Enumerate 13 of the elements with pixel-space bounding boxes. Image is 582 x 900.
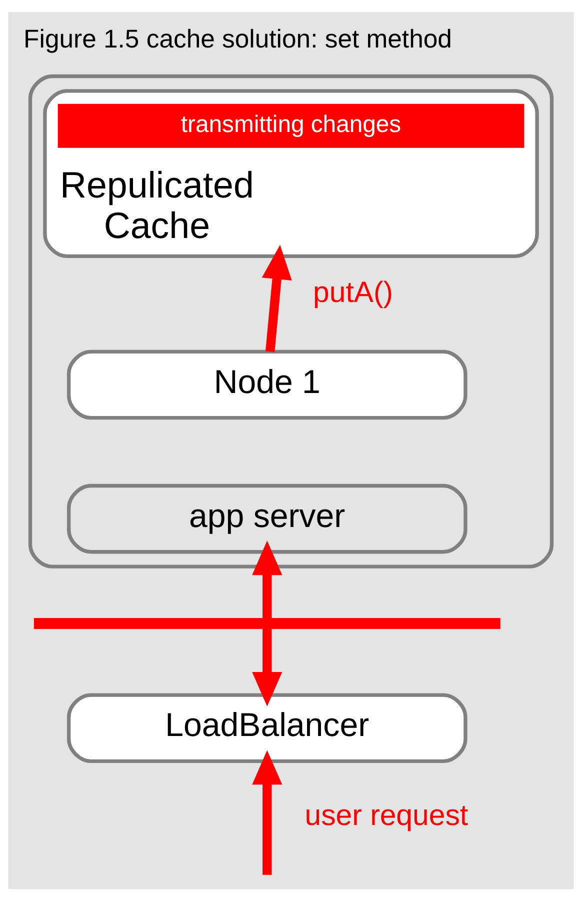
arrow	[252, 750, 282, 874]
arrow	[252, 540, 282, 619]
diagram-title: Figure 1.5 cache solution: set method	[24, 24, 452, 53]
cluster	[28, 74, 554, 568]
node-box: Node 1	[66, 349, 468, 420]
node-box: transmitting changes	[58, 103, 524, 148]
edge-label: user request	[304, 798, 468, 832]
arrow	[262, 244, 292, 352]
edge-label: putA()	[313, 275, 394, 308]
node-box: LoadBalancer	[66, 692, 468, 763]
node-bar	[34, 617, 500, 628]
arrow	[252, 627, 282, 706]
node-box: app server	[66, 483, 468, 554]
